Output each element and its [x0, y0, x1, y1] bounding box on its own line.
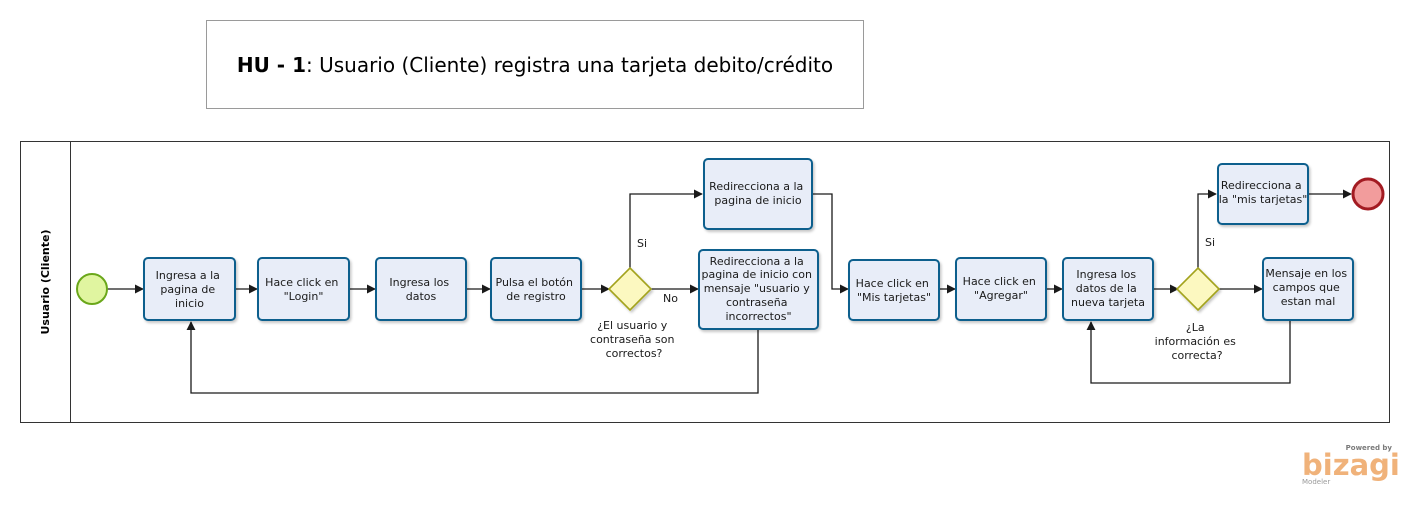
task-line: pagina de inicio con	[702, 268, 812, 281]
task-line: Hace click en	[265, 276, 338, 289]
diagram-title-rest: : Usuario (Cliente) registra una tarjeta…	[305, 52, 834, 77]
task-line: la "mis tarjetas"	[1219, 193, 1308, 206]
svg-text:Hace click en "Agregar": Hace click en "Agregar"	[963, 275, 1040, 302]
task-line: Redirecciona a	[1221, 179, 1302, 192]
gateway-2-line: ¿La	[1186, 321, 1205, 334]
task-line: campos que	[1273, 281, 1340, 294]
gateway-1-line: contraseña son	[590, 333, 674, 346]
gateway-2-label: ¿La información es correcta?	[1155, 321, 1240, 362]
task-line: Hace click en	[963, 275, 1036, 288]
diagram-title: HU - 1: Usuario (Cliente) registra una t…	[237, 53, 833, 77]
task-line: inicio	[175, 297, 204, 310]
task-line: "Mis tarjetas"	[857, 291, 931, 304]
svg-text:Redirecciona a la pagina: Redirecciona a la pagina de inicio	[709, 180, 807, 207]
task-redirecciona-mensaje: Redirecciona a la pagina de inicio con m…	[698, 249, 819, 330]
task-click-login: Hace click en "Login"	[257, 257, 350, 321]
brand-modeler: Modeler	[1302, 478, 1331, 486]
task-click-mis-tarjetas: Hace click en "Mis tarjetas"	[848, 259, 940, 321]
svg-text:Ingresa los datos: Ingresa los datos	[389, 276, 452, 303]
flow-label-si-1: Si	[637, 237, 647, 250]
bizagi-watermark: Powered by bizagi Modeler	[1300, 444, 1400, 486]
gateway-2	[1175, 266, 1221, 312]
svg-text:Hace click en "Mis tarje: Hace click en "Mis tarjetas"	[856, 277, 933, 304]
task-line: Ingresa a la	[156, 269, 220, 282]
svg-text:Mensaje en los campos qu: Mensaje en los campos que estan mal	[1265, 267, 1350, 308]
task-click-agregar: Hace click en "Agregar"	[955, 257, 1047, 321]
svg-text:Ingresa los datos de la: Ingresa los datos de la nueva tarjeta	[1071, 268, 1145, 309]
task-line: "Login"	[284, 290, 324, 303]
task-line: Mensaje en los	[1265, 267, 1347, 280]
task-redirecciona-mis-tarjetas: Redirecciona a la "mis tarjetas"	[1217, 163, 1309, 225]
flow-label-si-2: Si	[1205, 236, 1215, 249]
flow-label-no-1: No	[663, 292, 678, 305]
task-line: nueva tarjeta	[1071, 296, 1145, 309]
task-line: Redirecciona a la	[710, 255, 804, 268]
task-ingresa-nueva-tarjeta: Ingresa los datos de la nueva tarjeta	[1062, 257, 1154, 321]
flow-mensaje-back	[186, 321, 759, 394]
task-line: datos de la	[1076, 282, 1137, 295]
task-line: datos	[406, 290, 437, 303]
flow-mensaje-campos-back	[1086, 320, 1291, 384]
svg-text:Ingresa a la pagina de: Ingresa a la pagina de inicio	[156, 269, 224, 310]
task-line: contraseña	[726, 296, 788, 309]
task-line: "Agregar"	[974, 289, 1028, 302]
start-event-icon	[76, 273, 108, 305]
gateway-2-line: información es	[1155, 335, 1236, 348]
brand-logo: bizagi	[1302, 448, 1400, 482]
gateway-1-line: ¿El usuario y	[597, 319, 668, 332]
task-pulsa-boton: Pulsa el botón de registro	[490, 257, 582, 321]
flow-redirect-to-mis-tarjetas	[812, 193, 849, 294]
task-line: pagina de inicio	[714, 194, 801, 207]
task-redirecciona-inicio: Redirecciona a la pagina de inicio	[703, 158, 813, 230]
gateway-diamond-icon	[607, 266, 653, 312]
brand-powered-by: Powered by	[1345, 444, 1392, 452]
svg-text:Pulsa el botón de regist: Pulsa el botón de registro	[496, 276, 577, 303]
diagram-title-code: HU - 1	[236, 52, 306, 77]
task-line: Ingresa los	[1076, 268, 1136, 281]
task-line: mensaje "usuario y	[704, 282, 811, 295]
task-line: Ingresa los	[389, 276, 449, 289]
task-mensaje-campos: Mensaje en los campos que estan mal	[1262, 257, 1354, 321]
lane-label: Usuario (Cliente)	[39, 230, 52, 335]
gateway-1	[607, 266, 653, 312]
sequence-flows	[107, 189, 1352, 394]
gateway-1-line: correctos?	[606, 347, 663, 360]
task-line: de registro	[506, 290, 566, 303]
task-ingresa-pagina: Ingresa a la pagina de inicio	[143, 257, 236, 321]
task-line: Pulsa el botón	[496, 276, 574, 289]
gateway-2-line: correcta?	[1171, 349, 1222, 362]
gateway-1-label: ¿El usuario y contraseña son correctos?	[590, 319, 678, 360]
flow-gateway2-si	[1197, 189, 1217, 268]
end-event-icon	[1351, 177, 1385, 211]
task-line: pagina de	[160, 283, 215, 296]
svg-text:Redirecciona a la "mis t: Redirecciona a la "mis tarjetas"	[1219, 179, 1308, 206]
task-line: Redirecciona a la	[709, 180, 803, 193]
gateway-diamond-icon	[1175, 266, 1221, 312]
flow-gateway1-si	[629, 189, 703, 268]
task-line: incorrectos"	[725, 310, 791, 323]
svg-text:Redirecciona a la pagina: Redirecciona a la pagina de inicio con m…	[702, 255, 816, 323]
task-line: estan mal	[1281, 295, 1336, 308]
svg-text:Hace click en "Login": Hace click en "Login"	[265, 276, 342, 303]
task-ingresa-datos: Ingresa los datos	[375, 257, 467, 321]
diagram-title-box: HU - 1: Usuario (Cliente) registra una t…	[206, 20, 864, 109]
task-line: Hace click en	[856, 277, 929, 290]
